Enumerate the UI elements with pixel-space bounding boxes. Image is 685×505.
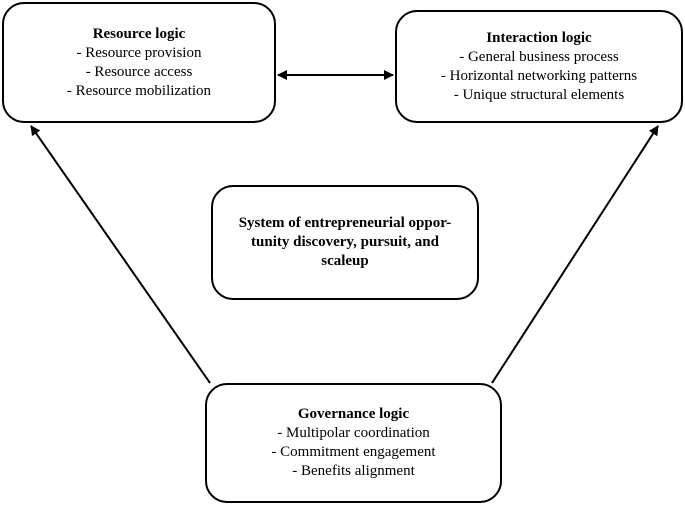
governance-logic-title: Governance logic	[297, 406, 410, 422]
interaction-logic-item: - General business process	[459, 48, 619, 65]
resource-logic-title: Resource logic	[92, 25, 186, 42]
governance-logic-item: - Commitment engagement	[271, 444, 436, 460]
system-label-line: System of entrepreneurial oppor-	[238, 215, 452, 231]
governance-logic-box: Governance logic - Multipolar coordinati…	[205, 383, 502, 503]
resource-logic-box: Resource logic - Resource provision - Re…	[2, 2, 276, 123]
interaction-logic-item: - Unique structural elements	[453, 86, 625, 103]
system-box: System of entrepreneurial oppor- tunity …	[211, 185, 479, 300]
interaction-logic-box: Interaction logic - General business pro…	[395, 10, 683, 123]
governance-logic-item: - Benefits alignment	[292, 463, 415, 479]
resource-logic-item: - Resource mobilization	[66, 82, 212, 99]
governance-logic-item: - Multipolar coordination	[277, 425, 430, 441]
system-label-line: tunity discovery, pursuit, and	[251, 234, 439, 250]
resource-logic-item: - Resource access	[85, 63, 193, 80]
interaction-logic-title: Interaction logic	[486, 29, 592, 46]
system-label-line: scaleup	[321, 253, 369, 269]
interaction-logic-item: - Horizontal networking patterns	[440, 67, 638, 84]
governance-to-resource-arrow	[30, 125, 211, 384]
resource-logic-item: - Resource provision	[76, 44, 202, 61]
governance-to-interaction-arrow	[491, 125, 659, 384]
